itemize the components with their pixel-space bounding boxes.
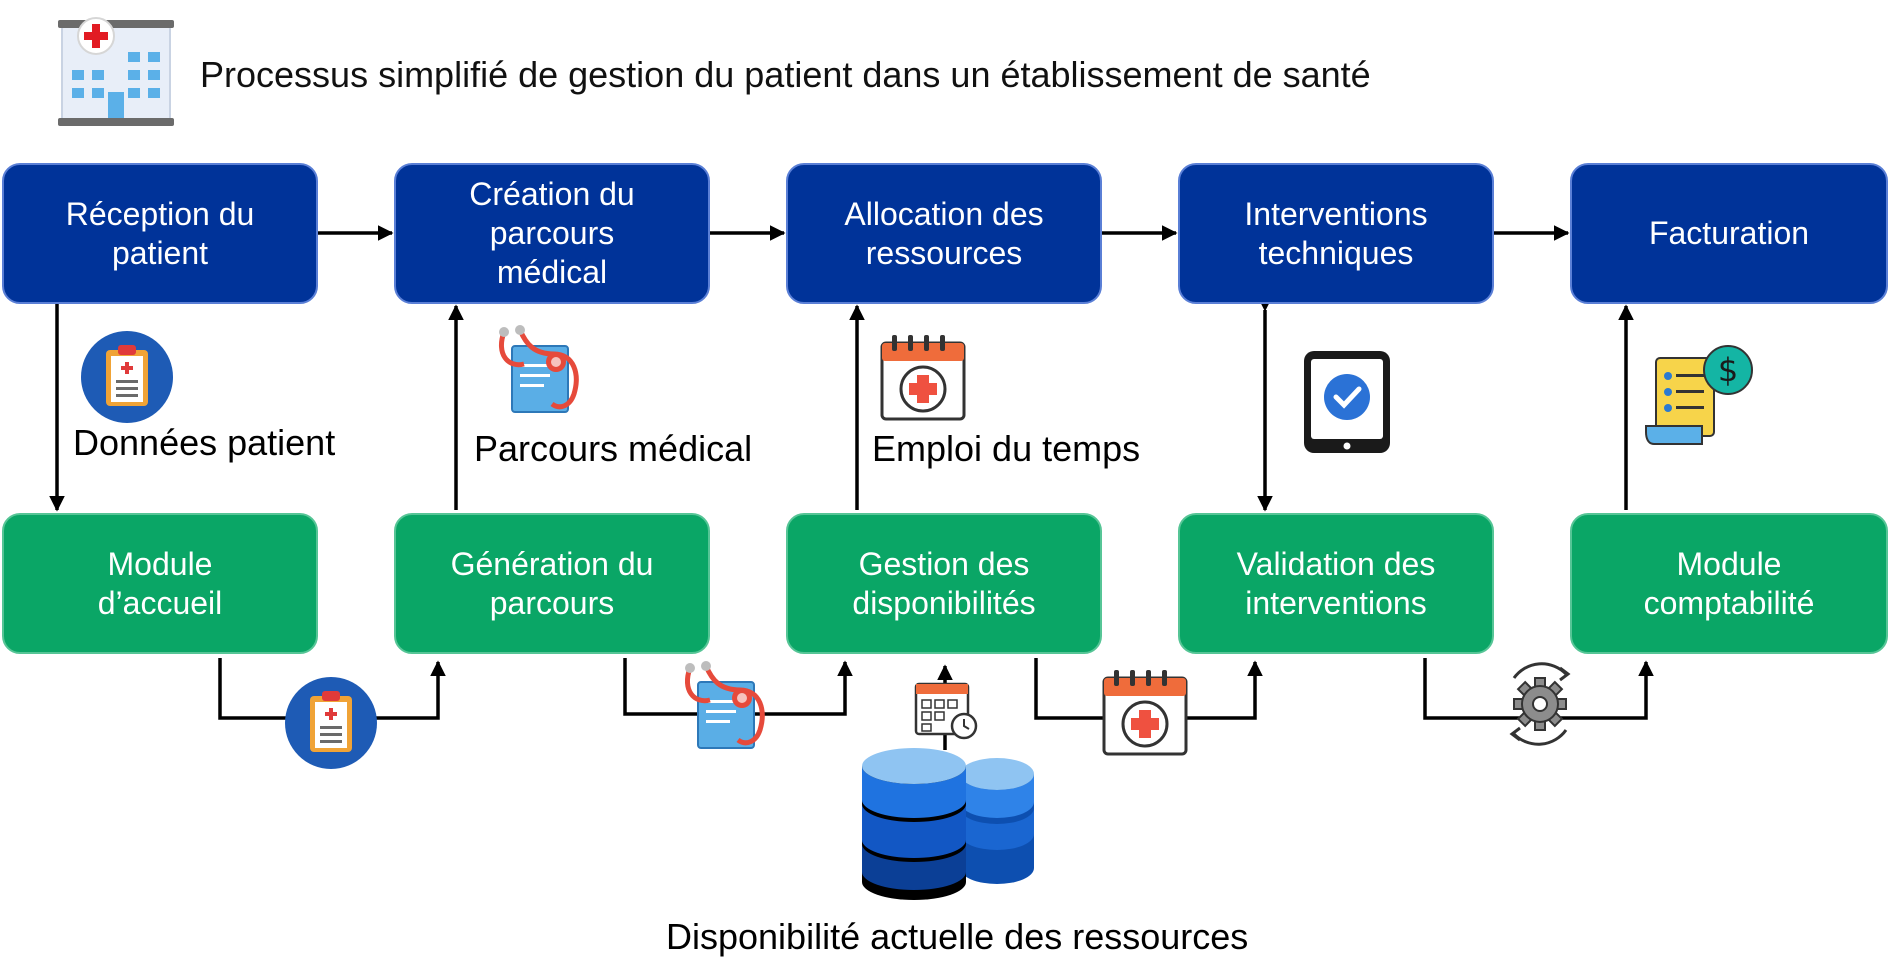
schedule-calendar-icon [914, 678, 980, 747]
gear-icon [1500, 658, 1580, 753]
module-accueil: Module d’accueil [2, 513, 318, 654]
step-creation-parcours: Création du parcours médical [394, 163, 710, 304]
tablet-check-icon [1302, 349, 1392, 460]
label-parcours-medical: Parcours médical [474, 428, 753, 469]
medical-record-icon [680, 660, 770, 757]
hospital-icon [58, 16, 174, 133]
module-validation-interventions: Validation des interventions [1178, 513, 1494, 654]
calendar-icon [1100, 668, 1190, 763]
module-comptabilite: Module comptabilité [1570, 513, 1888, 654]
clipboard-icon [80, 330, 174, 429]
step-allocation-ressources: Allocation des ressources [786, 163, 1102, 304]
clipboard-icon [284, 676, 378, 775]
step-interventions-techniques: Interventions techniques [1178, 163, 1494, 304]
label-donnees-patient: Données patient [73, 422, 336, 463]
module-gestion-disponibilites: Gestion des disponibilités [786, 513, 1102, 654]
calendar-icon [878, 333, 968, 428]
database-icon [860, 740, 1036, 911]
label-emploi-du-temps: Emploi du temps [872, 428, 1141, 469]
invoice-icon: $ [1642, 344, 1756, 457]
svg-text:$: $ [1718, 351, 1738, 389]
page-title: Processus simplifié de gestion du patien… [200, 54, 1371, 95]
database-label: Disponibilité actuelle des ressources [666, 916, 1249, 957]
step-facturation: Facturation [1570, 163, 1888, 304]
step-reception-patient: Réception du patient [2, 163, 318, 304]
medical-record-icon [494, 324, 584, 421]
module-generation-parcours: Génération du parcours [394, 513, 710, 654]
